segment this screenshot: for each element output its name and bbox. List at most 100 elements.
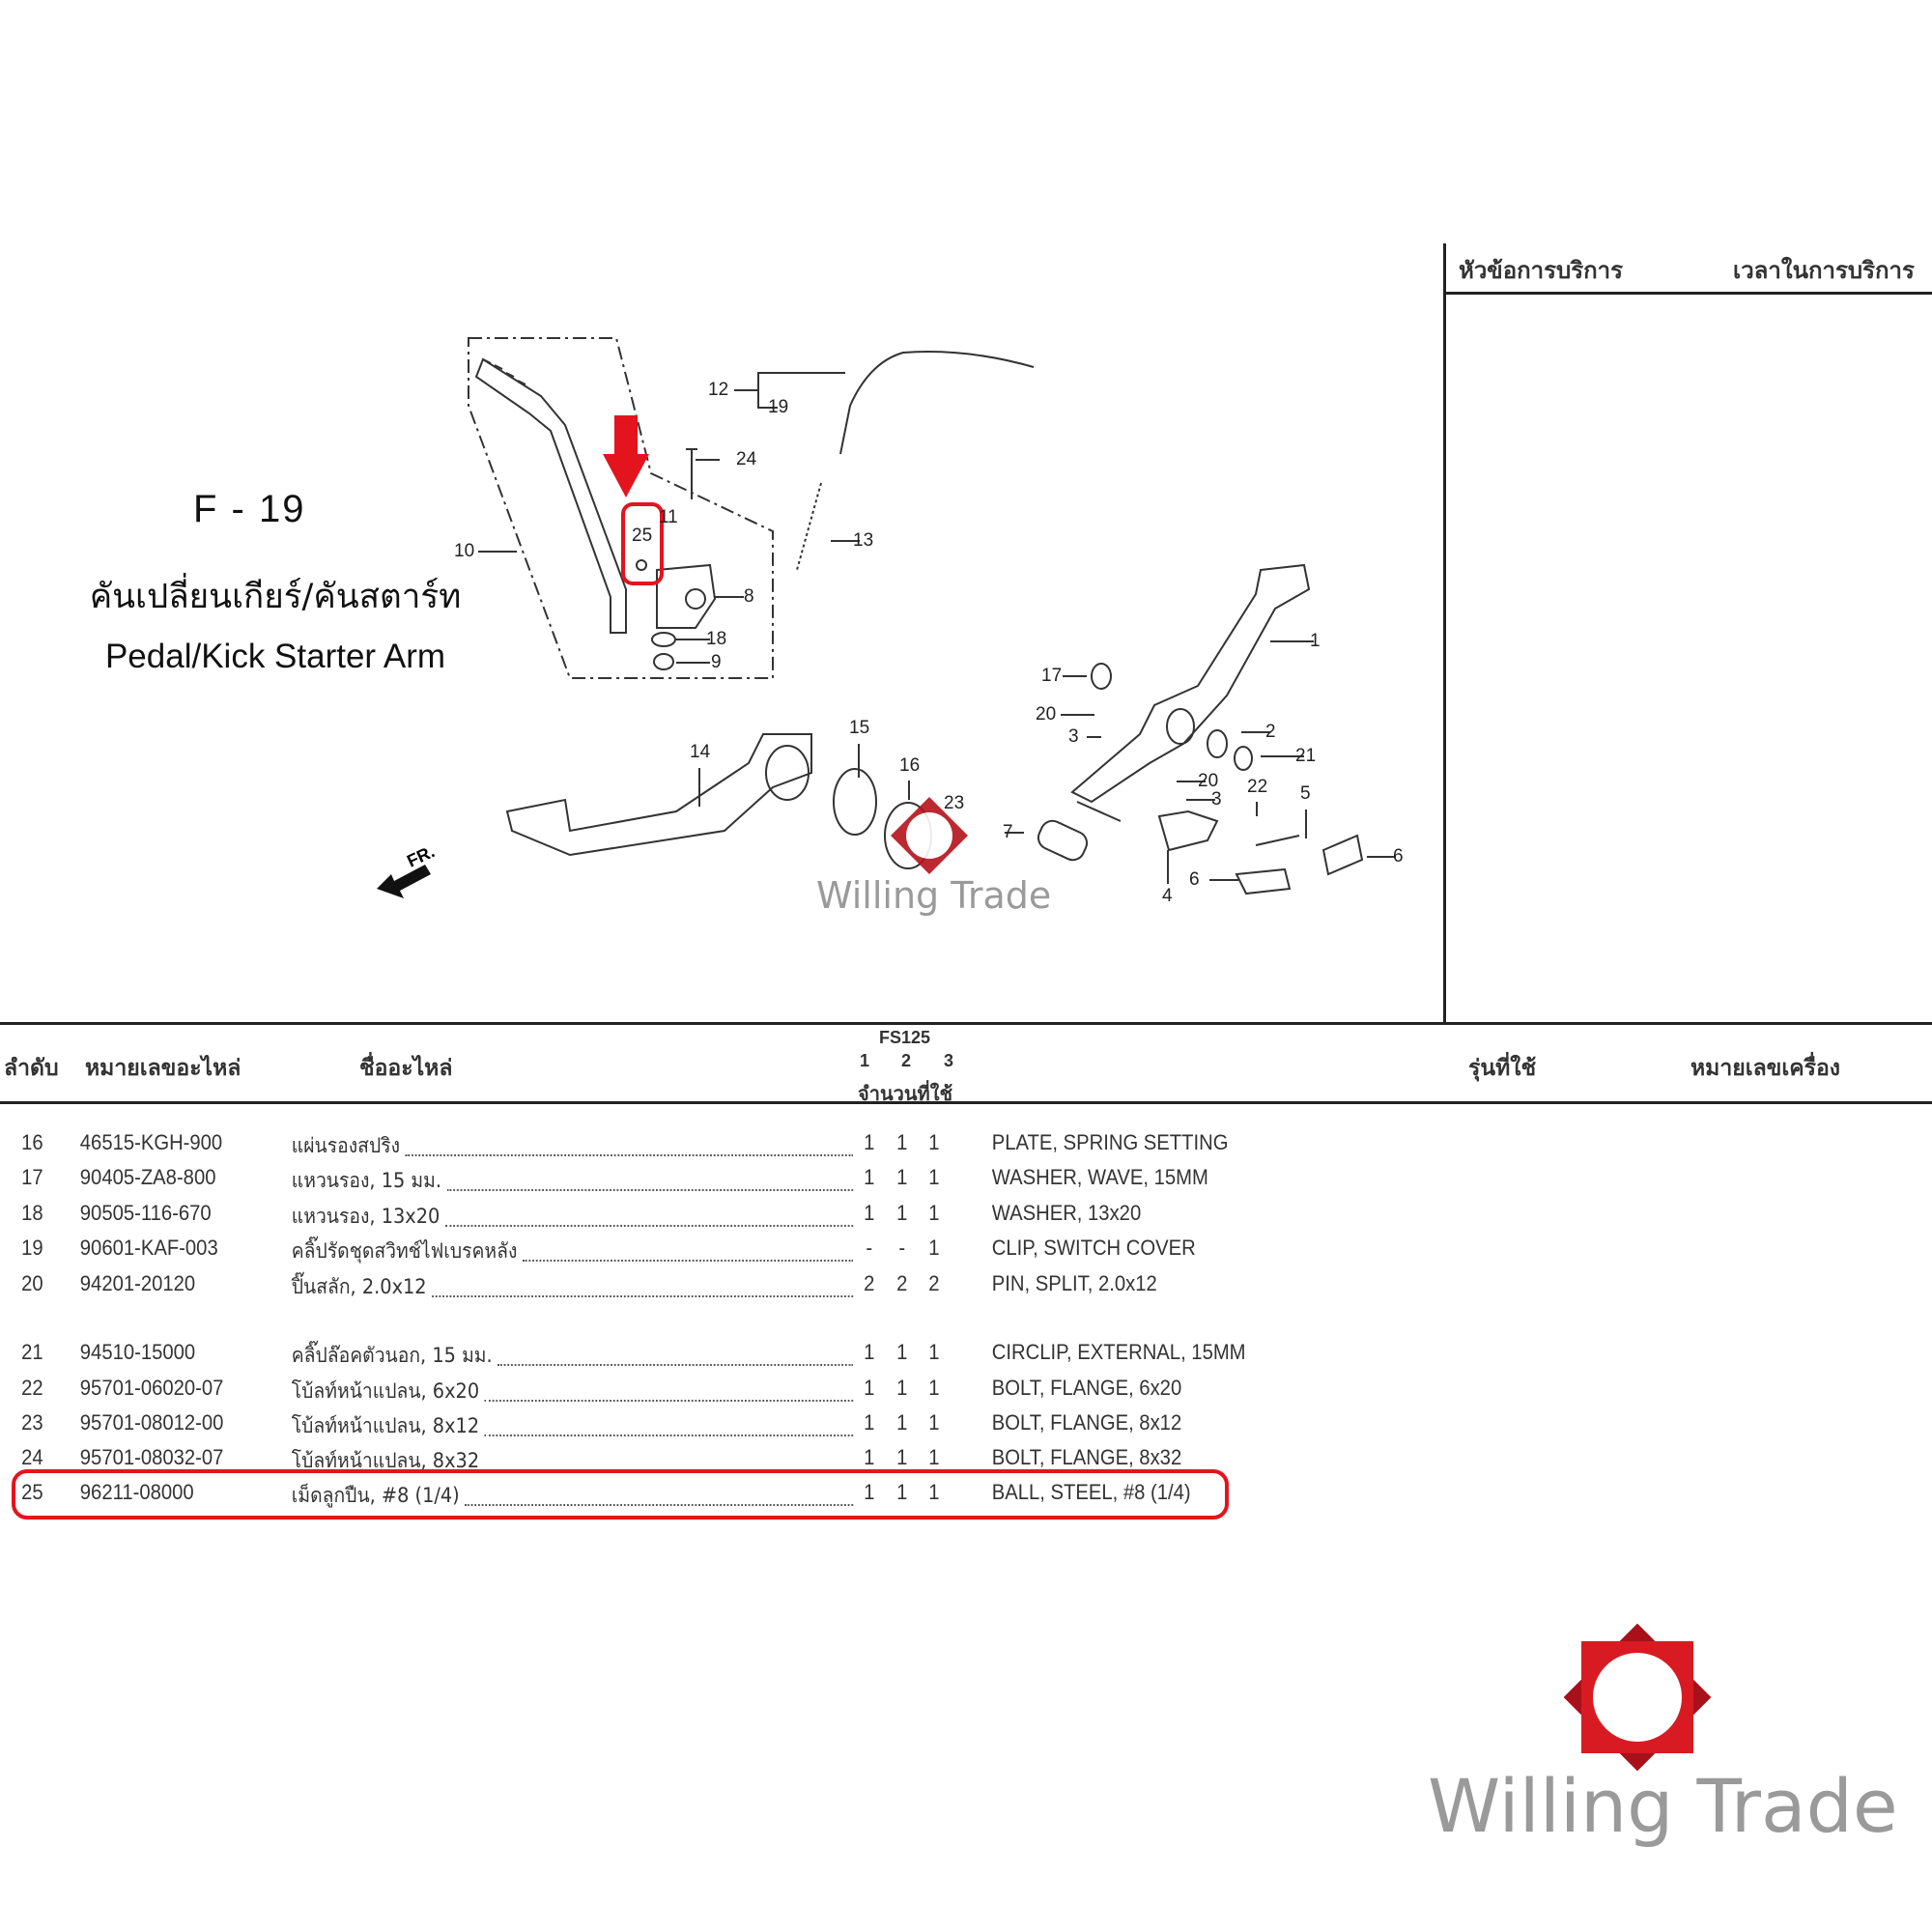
dot-leader (484, 1376, 854, 1402)
callout-6b: 6 (1393, 846, 1404, 867)
highlight-part-25-box (621, 502, 664, 585)
part-name-thai-text: แหวนรอง, 13x20 (291, 1205, 440, 1228)
joint-6-drawing (1235, 867, 1292, 895)
qty-2: 1 (896, 1165, 908, 1189)
qty-2: 1 (896, 1340, 908, 1364)
qty-1: - (866, 1236, 873, 1260)
callout-1: 1 (1310, 631, 1321, 651)
row-number: 18 (21, 1201, 43, 1225)
link-4-drawing (1157, 810, 1219, 852)
part-number: 46515-KGH-900 (79, 1130, 223, 1154)
parts-diagram: FR. Willing Trade (377, 337, 1396, 917)
header-qty-3: 3 (944, 1051, 954, 1070)
header-qty-2: 2 (901, 1051, 912, 1070)
part-number: 90405-ZA8-800 (79, 1165, 216, 1189)
part-name-english: WASHER, 13x20 (991, 1201, 1142, 1225)
callout-25: 25 (632, 526, 653, 546)
diagram-title-english: Pedal/Kick Starter Arm (104, 638, 446, 675)
qty-1: 1 (864, 1201, 875, 1225)
callout-24: 24 (736, 449, 757, 469)
part-name-english: BOLT, FLANGE, 8x32 (991, 1445, 1182, 1469)
callout-23: 23 (944, 793, 965, 813)
row-number: 24 (21, 1445, 43, 1469)
gearshift-pedal-1-drawing (1070, 563, 1311, 804)
washer-18-drawing (651, 632, 676, 647)
callout-3: 3 (1068, 726, 1079, 747)
service-topic-header: หัวข้อการบริการ (1459, 257, 1624, 284)
row-number: 25 (21, 1480, 43, 1504)
header-part-number: หมายเลขอะไหล่ (85, 1056, 242, 1081)
part-number: 95701-08012-00 (79, 1410, 224, 1435)
service-time-header: เวลาในการบริการ (1733, 257, 1915, 284)
callout-9: 9 (711, 652, 722, 672)
header-engine-number: หมายเลขเครื่อง (1690, 1056, 1841, 1081)
part-name-english: BOLT, FLANGE, 8x12 (991, 1410, 1182, 1435)
front-direction-arrow-icon (377, 865, 431, 898)
watermark-text: Willing Trade (1428, 1763, 1898, 1849)
dot-leader (446, 1165, 854, 1191)
spring-15-drawing (833, 768, 877, 836)
qty-3: 1 (928, 1376, 940, 1400)
bolt-24-drawing (686, 448, 697, 499)
kick-arm-group-outline (468, 337, 774, 679)
header-model: FS125 (879, 1028, 931, 1047)
part-name-thai-text: แหวนรอง, 15 มม. (291, 1169, 442, 1192)
diagram-code: F - 19 (193, 488, 306, 530)
table-header-border (0, 1101, 1932, 1104)
dot-leader (484, 1410, 854, 1436)
qty-3: 1 (928, 1201, 940, 1225)
qty-1: 1 (864, 1340, 875, 1364)
qty-3: 1 (928, 1410, 940, 1435)
table-top-border (0, 1022, 1932, 1025)
dot-leader (497, 1340, 854, 1366)
qty-1: 1 (864, 1130, 875, 1154)
callout-8: 8 (744, 586, 754, 607)
watermark-logo-small-icon (891, 797, 968, 874)
callout-19: 19 (768, 397, 789, 417)
part-name-thai: แหวนรอง, 13x20 (291, 1201, 854, 1233)
spring-13-drawing (796, 482, 822, 571)
callout-22: 22 (1247, 777, 1268, 797)
qty-2: 2 (896, 1271, 908, 1295)
header-quantity: จำนวนที่ใช้ (858, 1082, 953, 1105)
callout-7: 7 (1003, 822, 1013, 842)
highlight-arrow-icon (603, 415, 649, 497)
dot-leader (484, 1445, 854, 1471)
callout-3b: 3 (1211, 789, 1222, 810)
highlight-row-25-box (12, 1469, 1229, 1520)
cable-12-drawing (839, 351, 1035, 455)
dot-leader (522, 1236, 854, 1262)
qty-2: 1 (896, 1445, 908, 1469)
part-name-thai-text: คลิ๊ปรัดชุดสวิทช์ไฟเบรคหลัง (291, 1239, 518, 1263)
front-label: FR. (404, 841, 438, 870)
dot-leader (444, 1201, 854, 1227)
part-name-thai: ปิ๊นสลัก, 2.0x12 (292, 1271, 854, 1303)
callout-10: 10 (454, 541, 475, 561)
part-name-english: CLIP, SWITCH COVER (991, 1236, 1196, 1260)
part-number: 95701-06020-07 (79, 1376, 224, 1400)
callout-16: 16 (899, 755, 921, 776)
callout-15: 15 (849, 718, 870, 738)
part-name-thai: แผ่นรองสปริง (292, 1130, 854, 1162)
qty-2: 1 (896, 1130, 908, 1154)
washer-2-drawing (1207, 729, 1228, 758)
steel-ball-25-drawing (636, 559, 647, 571)
qty-1: 2 (864, 1271, 875, 1295)
qty-2: - (898, 1236, 906, 1260)
part-number: 96211-08000 (79, 1480, 194, 1504)
part-name-english: BOLT, FLANGE, 6x20 (991, 1376, 1182, 1400)
watermark-text-small: Willing Trade (816, 874, 1051, 917)
circlip-21-drawing (1234, 746, 1253, 771)
row-number: 16 (21, 1130, 43, 1154)
part-name-thai: แหวนรอง, 15 มม. (291, 1165, 854, 1197)
part-name-thai-text: โบ้ลท์หน้าแปลน, 8x32 (291, 1449, 480, 1472)
part-name-thai: คลิ๊ปล๊อคตัวนอก, 15 มม. (292, 1340, 854, 1372)
part-name-english: PIN, SPLIT, 2.0x12 (991, 1271, 1157, 1295)
diagram-title-thai: คันเปลี่ยนเกียร์/คันสตาร์ท (89, 578, 462, 616)
part-name-english: BALL, STEEL, #8 (1/4) (991, 1480, 1191, 1504)
